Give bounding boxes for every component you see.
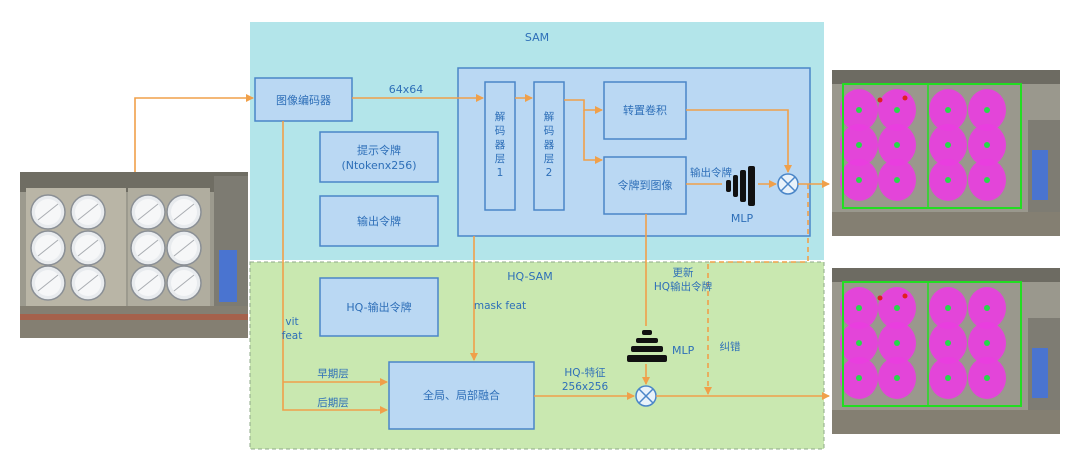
multiply-node-bottom	[635, 385, 657, 407]
hq-sam-title: HQ-SAM	[507, 270, 552, 283]
hq-feature-label-line1: HQ-特征	[564, 367, 606, 379]
output-tokens-label: 输出令牌	[357, 214, 401, 228]
early-layer-label: 早期层	[317, 368, 349, 380]
hq-output-image	[832, 268, 1060, 434]
prompt-tokens-size: (Ntokenx256)	[341, 159, 416, 172]
decoder-layer-2-block	[533, 81, 565, 211]
update-label-line2: HQ输出令牌	[654, 280, 713, 293]
decoder-layer-2-label: 解 码 器 层 2	[544, 110, 555, 179]
image-encoder-block	[254, 77, 353, 122]
flow-arrows	[134, 94, 830, 414]
hq-output-tokens-label: HQ-输出令牌	[346, 300, 411, 314]
svg-text:层: 层	[495, 153, 506, 165]
svg-text:解: 解	[544, 110, 555, 123]
svg-text:码: 码	[544, 125, 555, 137]
svg-text:2: 2	[546, 167, 553, 179]
sam-output-image	[832, 70, 1060, 236]
svg-text:器: 器	[544, 139, 555, 151]
hq-feature-label-line2: 256x256	[562, 381, 609, 393]
svg-text:器: 器	[495, 139, 506, 151]
svg-text:码: 码	[495, 125, 506, 137]
late-layer-label: 后期层	[317, 397, 349, 409]
transpose-conv-label: 转置卷积	[623, 103, 667, 117]
mlp-bottom-icon	[627, 330, 667, 362]
input-image	[20, 172, 248, 338]
image-encoder-label: 图像编码器	[276, 93, 331, 107]
multiply-node-top	[777, 173, 799, 195]
update-label-line1: 更新	[673, 266, 694, 279]
global-local-fusion-block	[388, 361, 535, 430]
prompt-tokens-block	[319, 131, 439, 183]
output-token-label: 输出令牌	[690, 166, 732, 179]
error-correction-label: 纠错	[720, 340, 741, 353]
decoder-layer-1-label: 解 码 器 层 1	[495, 110, 506, 179]
vit-feat-label-line1: vit	[285, 316, 298, 328]
mlp-top-label: MLP	[731, 212, 754, 225]
mlp-bottom-label: MLP	[672, 344, 695, 357]
prompt-tokens-label: 提示令牌	[357, 143, 401, 157]
mlp-top-icon	[726, 166, 755, 206]
global-local-fusion-label: 全局、局部融合	[423, 388, 500, 402]
token-to-image-label: 令牌到图像	[618, 178, 673, 192]
token-to-image-block	[603, 156, 687, 215]
vit-feat-label-line2: feat	[282, 330, 303, 342]
sam-title: SAM	[525, 31, 549, 44]
hq-output-tokens-block	[319, 277, 439, 337]
svg-text:解: 解	[495, 110, 506, 123]
output-tokens-block	[319, 195, 439, 247]
mask-feat-label: mask feat	[474, 300, 526, 312]
transpose-conv-block	[603, 81, 687, 140]
decoder-layer-1-block	[484, 81, 516, 211]
svg-text:层: 层	[544, 153, 555, 165]
svg-text:1: 1	[497, 167, 504, 179]
embedding-size-label: 64x64	[389, 83, 424, 96]
